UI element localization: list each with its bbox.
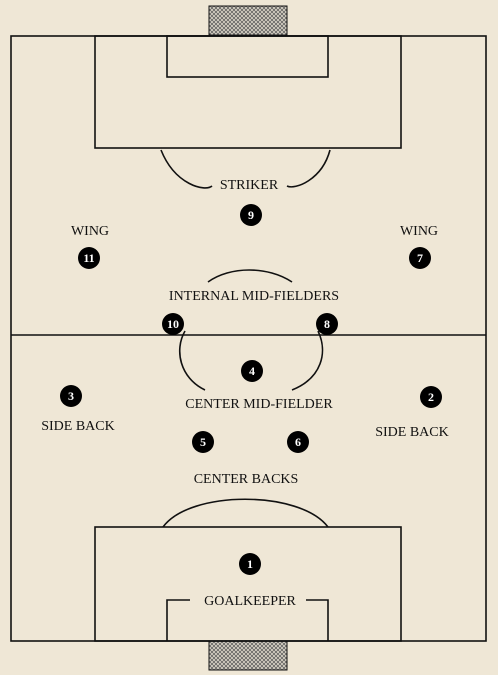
player-5-marker: 5 xyxy=(192,431,214,453)
label-center-midfielder: CENTER MID-FIELDER xyxy=(185,397,333,412)
player-6-number: 6 xyxy=(295,435,301,449)
player-4-number: 4 xyxy=(249,364,255,378)
center-circle-right xyxy=(291,330,324,391)
top-penalty-arc-right xyxy=(286,149,331,188)
player-9-number: 9 xyxy=(248,208,254,222)
player-1-marker: 1 xyxy=(239,553,261,575)
player-8-number: 8 xyxy=(324,317,330,331)
bottom-penalty-arc xyxy=(162,498,329,528)
player-11-marker: 11 xyxy=(78,247,100,269)
top-penalty-arc xyxy=(160,149,213,189)
top-goal xyxy=(208,5,288,36)
label-wing-right: WING xyxy=(400,224,438,239)
player-4-marker: 4 xyxy=(241,360,263,382)
label-internal-midfielders: INTERNAL MID-FIELDERS xyxy=(169,289,339,304)
player-7-number: 7 xyxy=(417,251,423,265)
player-6-marker: 6 xyxy=(287,431,309,453)
player-11-number: 11 xyxy=(83,251,94,265)
label-side-back-right: SIDE BACK xyxy=(375,425,449,440)
player-3-number: 3 xyxy=(68,389,74,403)
label-wing-left: WING xyxy=(71,224,109,239)
player-10-marker: 10 xyxy=(162,313,184,335)
label-center-backs: CENTER BACKS xyxy=(194,472,299,487)
player-8-marker: 8 xyxy=(316,313,338,335)
player-5-number: 5 xyxy=(200,435,206,449)
player-10-number: 10 xyxy=(167,317,179,331)
bottom-goal xyxy=(208,640,288,671)
field-boundary xyxy=(10,35,487,642)
player-1-number: 1 xyxy=(247,557,253,571)
label-striker: STRIKER xyxy=(220,178,279,193)
player-2-marker: 2 xyxy=(420,386,442,408)
player-7-marker: 7 xyxy=(409,247,431,269)
player-9-marker: 9 xyxy=(240,204,262,226)
center-circle-top xyxy=(207,269,293,283)
label-goalkeeper: GOALKEEPER xyxy=(204,594,296,609)
top-penalty-area xyxy=(94,35,402,149)
player-3-marker: 3 xyxy=(60,385,82,407)
bottom-goal-area xyxy=(166,599,329,641)
bottom-penalty-area xyxy=(94,526,402,642)
label-side-back-left: SIDE BACK xyxy=(41,419,115,434)
player-2-number: 2 xyxy=(428,390,434,404)
center-circle-left xyxy=(178,330,206,391)
top-goal-area xyxy=(166,35,329,78)
